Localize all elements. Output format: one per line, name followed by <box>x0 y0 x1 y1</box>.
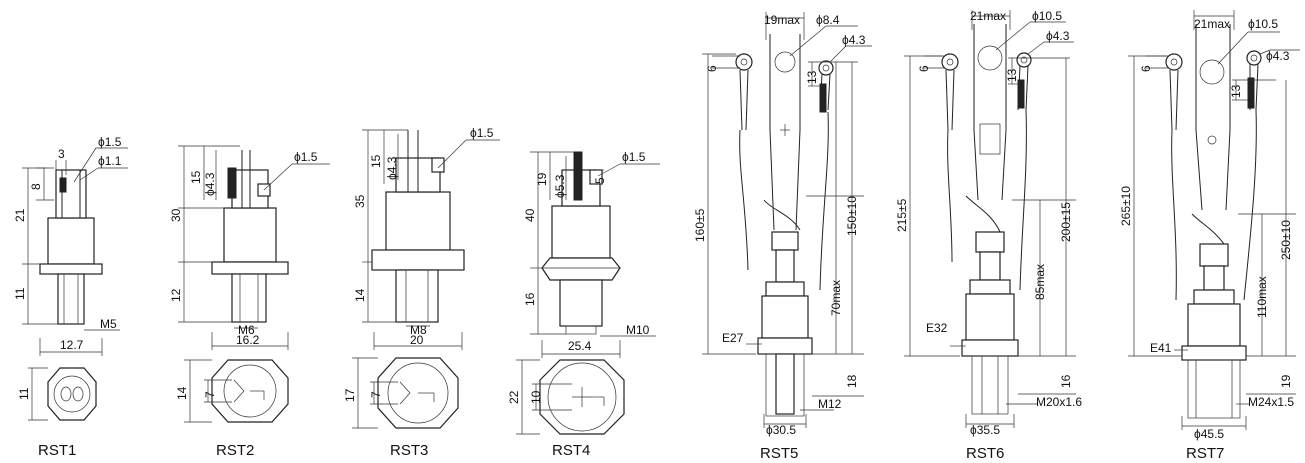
rst5-dim-lug: 6 <box>705 65 719 72</box>
rst2-dim-bottom-h: 14 <box>175 386 189 400</box>
rst4-dim-d1: ϕ1.5 <box>622 150 646 164</box>
rst2-dim-dia: ϕ4.3 <box>203 172 217 196</box>
rst2-dim-thread: M6 <box>238 323 255 337</box>
rst2-dim-bottom-h2: 7 <box>203 391 217 398</box>
rst1-dim-d1: ϕ1.5 <box>98 135 122 149</box>
rst4-dim-bottom-h: 22 <box>507 390 521 404</box>
rst6-dim-dia-big: ϕ10.5 <box>1032 9 1062 23</box>
rst6-dim-max-w: 21max <box>970 9 1006 23</box>
drawing-rst4: 40 19 ϕ5.3 5 ϕ1.5 16 M10 25.4 22 10 RST4 <box>507 150 660 459</box>
rst6-dim-base: 16 <box>1059 374 1073 388</box>
rst4-dim-flat: 25.4 <box>568 339 592 353</box>
rst3-label: RST3 <box>390 442 428 459</box>
rst7-label: RST7 <box>1186 445 1224 462</box>
rst7-dim-lug: 6 <box>1139 65 1153 72</box>
rst5-dim-dia-big: ϕ8.4 <box>816 13 840 27</box>
rst5-dim-case: E27 <box>722 331 744 345</box>
rst2-dim-body-h: 30 <box>169 208 183 222</box>
rst7-dim-base: 19 <box>1279 374 1293 388</box>
rst3-dim-flat: 20 <box>410 333 424 347</box>
rst5-dim-total: 160±5 <box>693 208 707 242</box>
rst7-dim-dia-big: ϕ10.5 <box>1248 17 1278 31</box>
drawing-rst1: 3 ϕ1.5 ϕ1.1 8 21 11 M5 12.7 11 RST1 <box>13 135 128 459</box>
rst4-dim-thread-h: 16 <box>523 292 537 306</box>
rst3-dim-lug-h: 15 <box>369 154 383 168</box>
rst6-dim-total: 215±5 <box>895 198 909 232</box>
rst1-dim-bottom-h: 11 <box>17 387 31 400</box>
rst2-dim-lug-h: 15 <box>189 170 203 184</box>
rst4-dim-body-h: 40 <box>523 208 537 222</box>
rst6-dim-lead-max: 85max <box>1033 264 1047 300</box>
rst7-dim-foot: ϕ45.5 <box>1194 427 1224 441</box>
rst6-dim-case: E32 <box>926 321 948 335</box>
rst3-dim-bottom-h: 17 <box>343 388 357 402</box>
rst3-dim-body-h: 35 <box>353 194 367 208</box>
rst6-dim-thread: M20x1.6 <box>1036 395 1082 409</box>
rst4-label: RST4 <box>552 442 590 459</box>
rst4-dim-dia: ϕ5.3 <box>553 174 567 198</box>
rst4-dim-small: 5 <box>593 177 607 184</box>
rst3-dim-dia: ϕ4.3 <box>385 156 399 180</box>
rst4-dim-bottom-h2: 10 <box>529 390 543 404</box>
rst7-dim-lead: 250±10 <box>1279 220 1293 260</box>
rst5-dim-lead: 150±10 <box>845 196 859 236</box>
rst2-label: RST2 <box>216 442 254 459</box>
drawing-rst7: 21max ϕ10.5 ϕ4.3 6 13 265±10 250±10 110m… <box>1119 10 1300 462</box>
rst4-dim-lug-h: 19 <box>535 172 549 186</box>
rst5-dim-foot: ϕ30.5 <box>766 423 796 437</box>
rst3-dim-d1: ϕ1.5 <box>470 126 494 140</box>
rst5-dim-lug2: 13 <box>805 70 819 84</box>
rst7-dim-max-w: 21max <box>1194 17 1230 31</box>
drawing-rst3: 35 15 ϕ4.3 ϕ1.5 14 M8 20 17 7 RST3 <box>343 126 500 459</box>
rst5-dim-base: 18 <box>845 374 859 388</box>
rst5-dim-lead-max: 70max <box>829 280 843 316</box>
drawing-rst6: 21max ϕ10.5 ϕ4.3 6 13 215±5 200±15 85max… <box>895 9 1082 462</box>
rst5-dim-max-w: 19max <box>764 13 800 27</box>
rst7-dim-dia-small: ϕ4.3 <box>1266 49 1290 63</box>
rst1-dim-thread-h: 11 <box>13 287 27 300</box>
rst4-dim-thread: M10 <box>626 323 650 337</box>
rst6-dim-lead: 200±15 <box>1059 202 1073 242</box>
rst5-dim-dia-small: ϕ4.3 <box>842 33 866 47</box>
rst7-dim-lug2: 13 <box>1229 84 1243 98</box>
rst2-dim-thread-h: 12 <box>169 288 183 302</box>
drawing-rst5: 19max ϕ8.4 ϕ4.3 6 13 160±5 150±10 70max … <box>693 12 872 462</box>
rst3-dim-thread: M8 <box>410 323 427 337</box>
rst3-dim-thread-h: 14 <box>353 288 367 302</box>
rst3-dim-bottom-h2: 7 <box>369 391 383 398</box>
rst7-dim-thread: M24x1.5 <box>1248 395 1294 409</box>
rst1-dim-top: 8 <box>29 183 43 190</box>
rst1-dim-lug-w: 3 <box>58 147 65 161</box>
rst5-label: RST5 <box>760 445 798 462</box>
rst7-dim-lead-max: 110max <box>1255 276 1269 318</box>
rst5-dim-thread: M12 <box>818 397 842 411</box>
rst6-label: RST6 <box>966 445 1004 462</box>
rst7-dim-case: E41 <box>1150 341 1172 355</box>
rst6-dim-lug2: 13 <box>1005 68 1019 82</box>
rst6-dim-lug: 6 <box>917 65 931 72</box>
rst2-dim-d1: ϕ1.5 <box>294 150 318 164</box>
drawing-rst2: 30 15 ϕ4.3 ϕ1.5 12 M6 16.2 14 7 RST2 <box>169 145 330 459</box>
rst1-dim-flat: 12.7 <box>60 338 84 352</box>
rst1-dim-thread: M5 <box>100 317 117 331</box>
rst1-label: RST1 <box>38 442 76 459</box>
rst6-dim-dia-small: ϕ4.3 <box>1046 29 1070 43</box>
rst2-dim-flat: 16.2 <box>236 333 260 347</box>
rst7-dim-total: 265±10 <box>1119 186 1133 226</box>
rst1-dim-d2: ϕ1.1 <box>98 154 122 168</box>
rst1-dim-body-h: 21 <box>13 208 27 222</box>
rst6-dim-foot: ϕ35.5 <box>970 423 1000 437</box>
